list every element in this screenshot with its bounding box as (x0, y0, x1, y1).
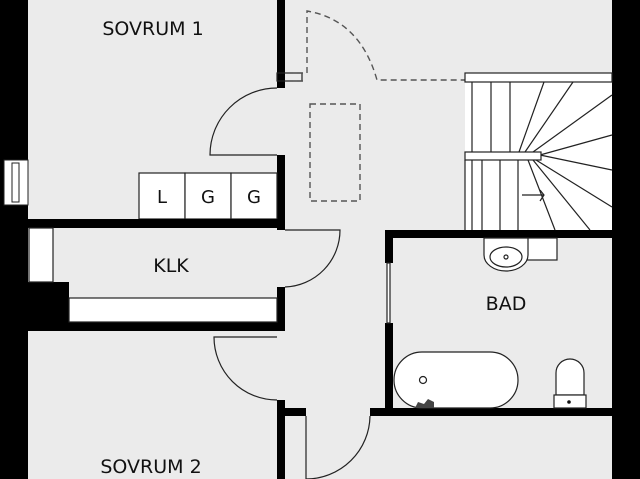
bedroom2-door-swing (213, 336, 278, 401)
closet-chimney-block (28, 282, 69, 331)
toilet (553, 358, 587, 409)
attic-hatch-outline (287, 10, 465, 81)
bedroom1-wall-upper (277, 0, 285, 88)
bathroom-bottom-wall (370, 408, 612, 416)
storage-label: G (201, 187, 215, 208)
closet-shelf-left (28, 227, 54, 283)
room-label-bedroom2: SOVRUM 2 (100, 456, 201, 478)
window (3, 159, 29, 206)
bathroom-left-wall-upper (385, 230, 393, 263)
bedroom1-wall-lower (277, 155, 285, 230)
bathroom-sliding-door (386, 262, 391, 324)
skylight-outline (309, 103, 361, 202)
room-label-bedroom1: SOVRUM 1 (102, 18, 203, 40)
storage-label: G (247, 187, 261, 208)
sink (483, 237, 558, 272)
bathroom-top-wall (385, 230, 612, 238)
closet-bottom-wall (28, 322, 285, 331)
closet-right-wall (277, 287, 285, 331)
room-label-closet: KLK (153, 255, 189, 277)
storage-units: L G G (138, 172, 278, 220)
storage-label: L (157, 187, 167, 208)
bathtub (393, 351, 519, 409)
closet-door-swing (284, 229, 341, 288)
staircase (464, 72, 613, 231)
closet-shelf-bottom (68, 297, 278, 323)
room-label-bathroom: BAD (486, 293, 527, 315)
closet-top-wall (28, 219, 285, 228)
hall-wall-stub (277, 408, 306, 416)
stair-direction-arrow-icon (522, 189, 545, 202)
right-outer-wall (612, 0, 640, 479)
lower-door-swing (305, 415, 371, 479)
left-outer-wall (0, 0, 28, 479)
bedroom2-wall (277, 400, 285, 479)
bathroom-left-wall-lower (385, 323, 393, 415)
bedroom1-door-swing (209, 87, 278, 156)
